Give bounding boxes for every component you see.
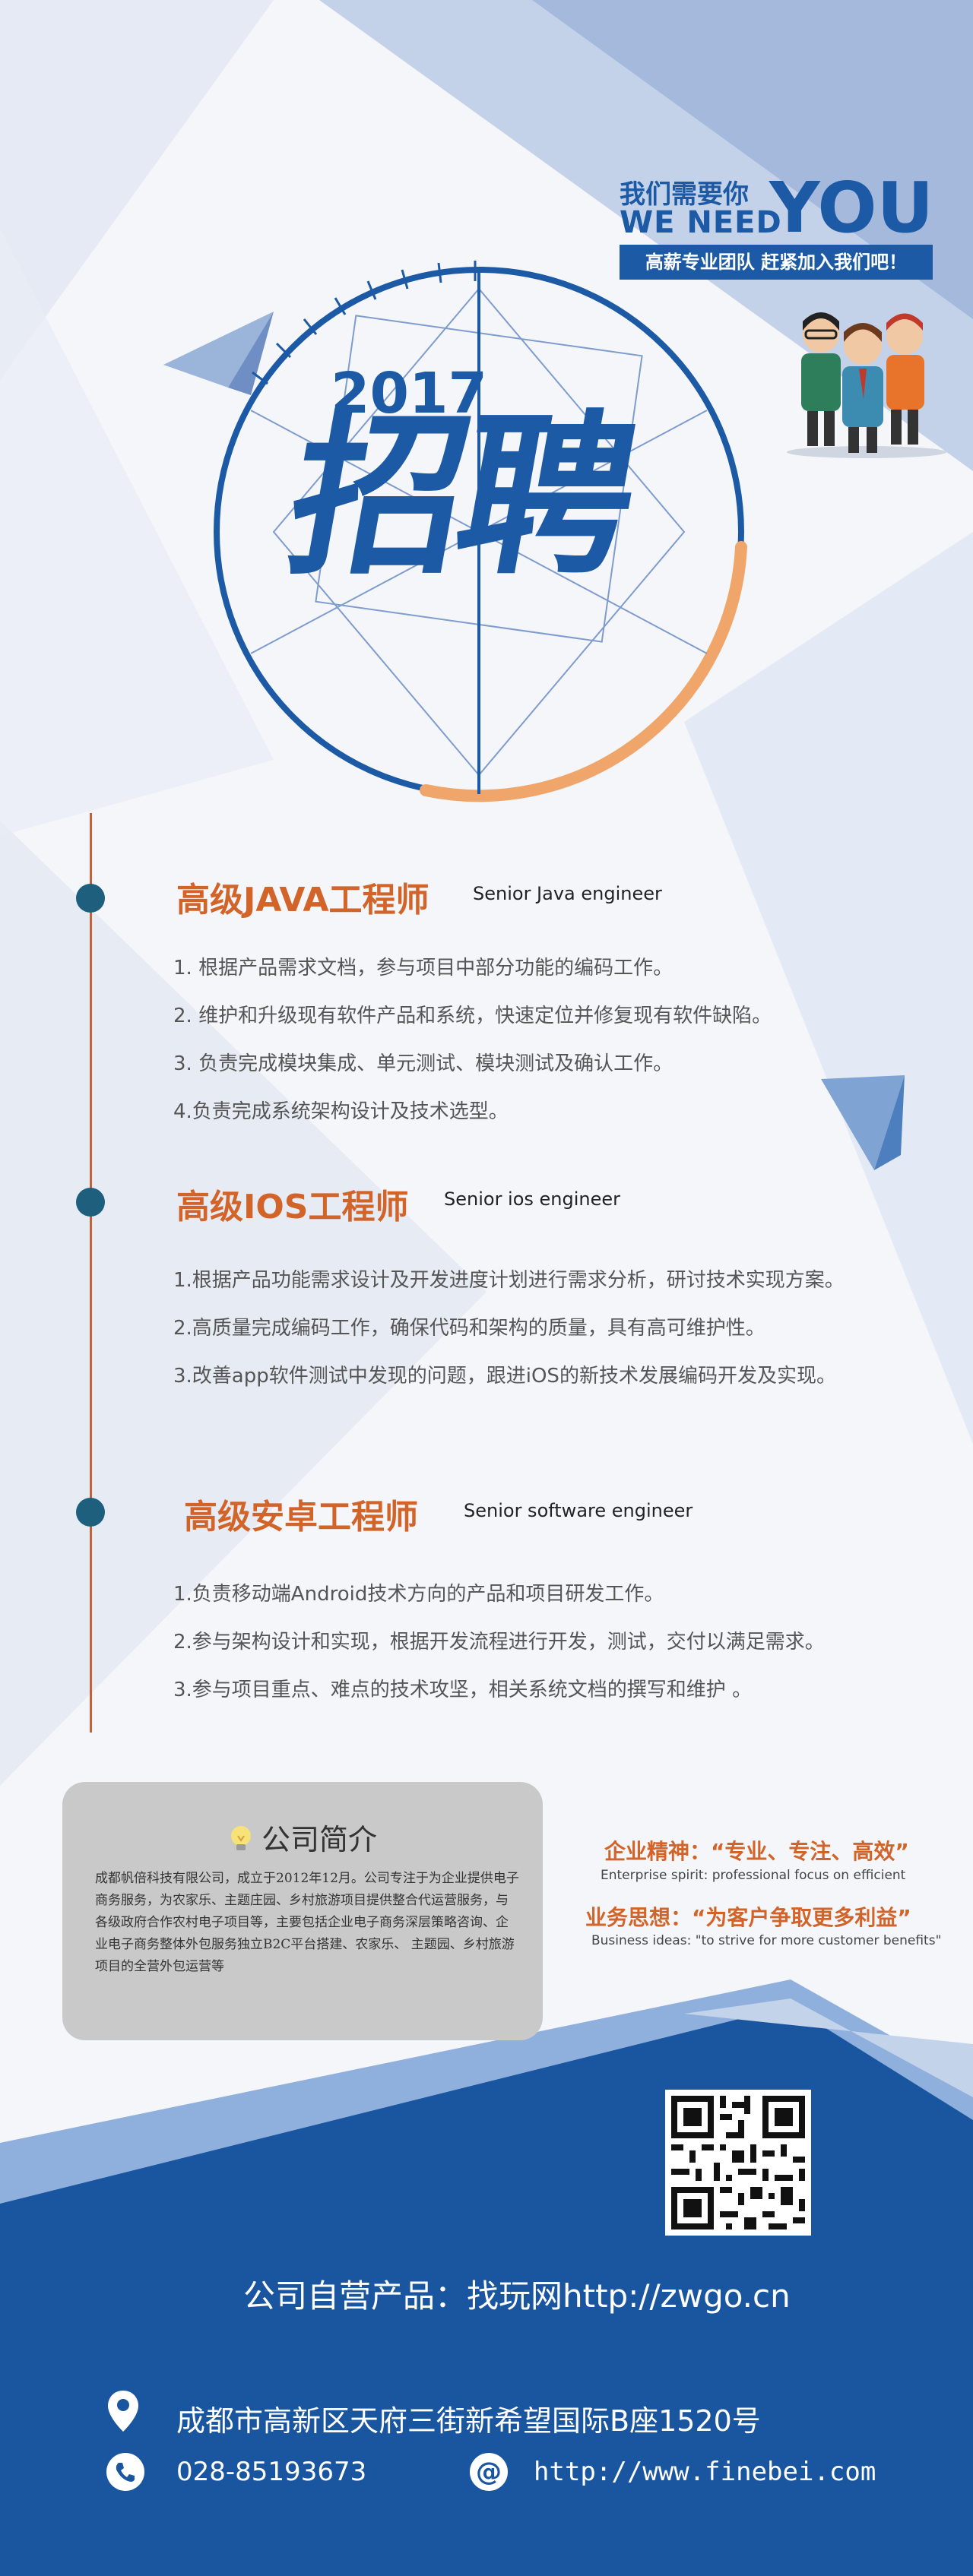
company-intro-box	[62, 1782, 543, 2040]
website-link[interactable]: http://www.finebei.com	[534, 2457, 876, 2487]
job-duty: 4.负责完成系统架构设计及技术选型。	[173, 1100, 509, 1123]
job-title-java: 高级JAVA工程师	[176, 881, 429, 919]
team-illustration	[787, 312, 946, 458]
timeline-dot	[76, 884, 105, 913]
slogan-banner: 高薪专业团队 赶紧加入我们吧！	[620, 245, 933, 280]
job-duty: 2.参与架构设计和实现，根据开发流程进行开发，测试，交付以满足需求。	[173, 1631, 825, 1654]
at-sign-icon: @	[470, 2453, 508, 2491]
job-duty: 1.负责移动端Android技术方向的产品和项目研发工作。	[173, 1583, 664, 1606]
company-title: 公司简介	[62, 1816, 543, 1859]
job-title-android: 高级安卓工程师	[184, 1498, 418, 1536]
company-address: 成都市高新区天府三街新希望国际B座1520号	[176, 2404, 761, 2438]
lightbulb-icon	[228, 1824, 254, 1859]
self-operated-product: 公司自营产品：找玩网http://zwgo.cn	[243, 2277, 791, 2315]
job-duty: 2.高质量完成编码工作，确保代码和架构的质量，具有高可维护性。	[173, 1317, 765, 1340]
job-duty: 1. 根据产品需求文档，参与项目中部分功能的编码工作。	[173, 957, 673, 979]
job-subtitle-ios: Senior ios engineer	[444, 1188, 621, 1210]
enterprise-spirit-en: Enterprise spirit: professional focus on…	[601, 1868, 906, 1883]
we-need-you-cn: 我们需要你	[620, 179, 749, 210]
job-title-ios: 高级IOS工程师	[176, 1188, 409, 1226]
company-title-text: 公司简介	[261, 1823, 377, 1856]
business-idea: 业务思想：“为客户争取更多利益”	[585, 1905, 911, 1930]
timeline-dot	[76, 1498, 105, 1527]
job-duty: 3.参与项目重点、难点的技术攻坚，相关系统文档的撰写和维护 。	[173, 1679, 753, 1701]
job-duty: 2. 维护和升级现有软件产品和系统，快速定位并修复现有软件缺陷。	[173, 1005, 772, 1027]
job-duty: 3. 负责完成模块集成、单元测试、模块测试及确认工作。	[173, 1052, 673, 1075]
headline-graphic	[214, 261, 747, 802]
qr-code	[665, 2090, 811, 2236]
phone-number: 028-85193673	[176, 2457, 367, 2487]
job-duty: 3.改善app软件测试中发现的问题，跟进iOS的新技术发展编码开发及实现。	[173, 1365, 836, 1388]
business-idea-en: Business ideas: "to strive for more cust…	[591, 1933, 942, 1948]
phone-icon	[106, 2453, 144, 2491]
year-label: 2017	[331, 361, 487, 426]
location-pin-icon	[106, 2389, 140, 2436]
timeline-dot	[76, 1188, 105, 1217]
company-description: 成都帆倍科技有限公司，成立于2012年12月。公司专注于为企业提供电子商务服务，…	[95, 1871, 519, 1974]
job-subtitle-android: Senior software engineer	[464, 1500, 693, 1521]
you-text: YOU	[769, 167, 934, 248]
job-subtitle-java: Senior Java engineer	[473, 883, 662, 904]
enterprise-spirit: 企业精神：“专业、专注、高效”	[604, 1839, 909, 1864]
headline-title: 招聘	[274, 396, 645, 599]
timeline-line	[90, 813, 92, 1733]
we-need-en: WE NEED	[620, 205, 782, 240]
job-duty: 1.根据产品功能需求设计及开发进度计划进行需求分析，研讨技术实现方案。	[173, 1269, 845, 1292]
